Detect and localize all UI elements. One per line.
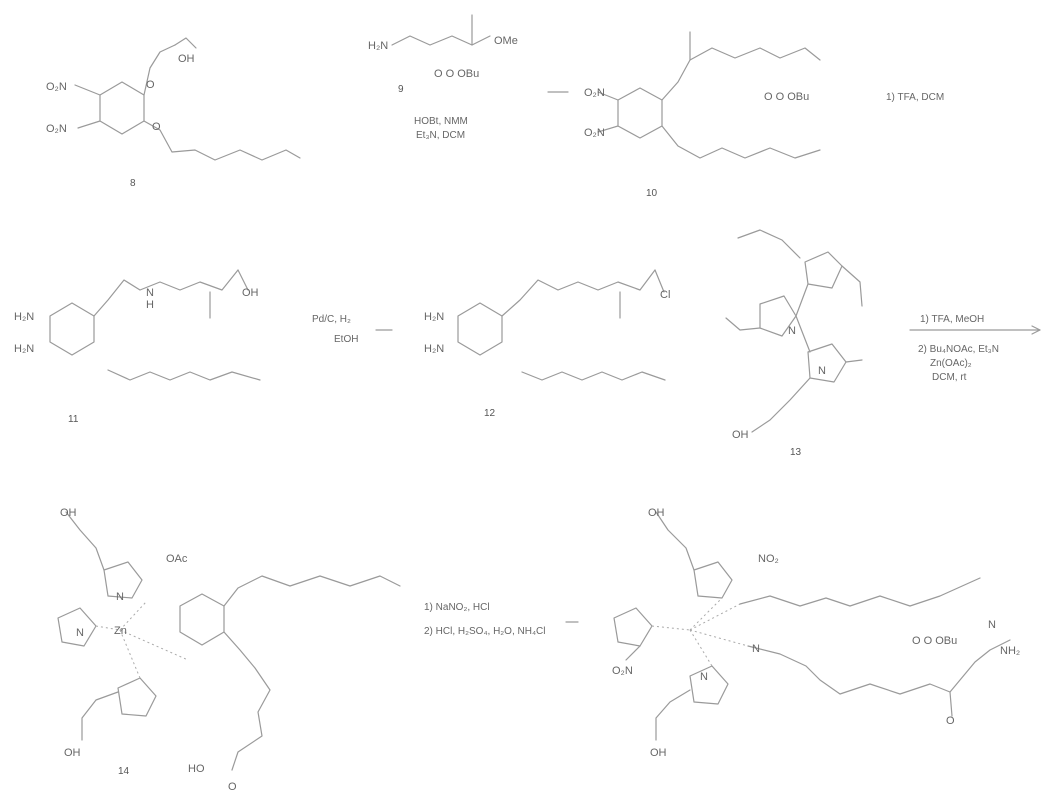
nitrogen-label: N — [146, 287, 154, 299]
chlorine-label: Cl — [660, 289, 670, 301]
nitro-label: O₂N — [584, 87, 605, 99]
nitrogen-label: N — [76, 627, 84, 639]
nitro-label: O₂N — [612, 665, 633, 677]
hydroxyl-label: OH — [648, 507, 665, 519]
boc-label: O O OBu — [912, 635, 957, 647]
reagent-text: Pd/C, H₂ — [312, 314, 351, 325]
carboxylic-label: HO — [188, 763, 205, 775]
nitrogen-label: N — [116, 591, 124, 603]
nitrogen-label: N — [752, 643, 760, 655]
nitrogen-label: N — [700, 671, 708, 683]
compound-number: 10 — [646, 188, 658, 199]
boc-label: O O OBu — [434, 68, 479, 80]
acetate-label: OAc — [166, 553, 188, 565]
compound-number: 8 — [130, 178, 136, 189]
oxygen-label: O — [946, 715, 955, 727]
reagent-text: HOBt, NMM — [414, 116, 468, 127]
reagent-text: 1) TFA, MeOH — [920, 314, 984, 325]
compound-12: H₂N H₂N Cl 12 — [424, 269, 670, 419]
reagent-text: 2) HCl, H₂SO₄, H₂O, NH₄Cl — [424, 626, 546, 637]
zinc-label: Zn — [114, 625, 127, 637]
nitro-label: O₂N — [46, 123, 67, 135]
amine-label: H₂N — [424, 343, 444, 355]
methoxy-label: OMe — [494, 35, 518, 47]
compound-number: 14 — [118, 766, 130, 777]
compound-8: O₂N O₂N O O OH 8 — [46, 37, 301, 189]
hydroxyl-label: OH — [178, 53, 195, 65]
hydroxyl-label: OH — [64, 747, 81, 759]
nitro-label: NO₂ — [758, 553, 779, 565]
compound-number: 9 — [398, 84, 404, 95]
compound-number: 13 — [790, 447, 802, 458]
compound-9: H₂N OMe O O OBu 9 HOBt, NMM Et₃N, DCM — [368, 14, 518, 141]
hydrogen-label: H — [146, 299, 154, 311]
reagent-text: EtOH — [334, 334, 358, 345]
oxygen-label: O — [146, 79, 155, 91]
nitro-label: O₂N — [584, 127, 605, 139]
oxygen-label: O — [152, 121, 161, 133]
reagent-text: DCM, rt — [932, 372, 967, 383]
compound-10: O₂N O₂N O O OBu 10 — [584, 31, 821, 199]
boc-label: O O OBu — [764, 91, 809, 103]
amine-label: H₂N — [424, 311, 444, 323]
reagent-text: 1) NaNO₂, HCl — [424, 602, 490, 613]
compound-number: 12 — [484, 408, 496, 419]
reagent-text: Et₃N, DCM — [416, 130, 465, 141]
hydroxyl-label: OH — [732, 429, 749, 441]
nitro-label: O₂N — [46, 81, 67, 93]
oxygen-label: O — [228, 781, 237, 793]
nitrogen-label: N — [788, 325, 796, 337]
compound-14: OH OH OAc Zn N N HO O 14 — [57, 507, 401, 793]
hydroxyl-label: OH — [650, 747, 667, 759]
amine-label: N — [988, 619, 996, 631]
amine-label: H₂N — [14, 343, 34, 355]
amine-label: H₂N — [14, 311, 34, 323]
amine-label: NH₂ — [1000, 645, 1020, 657]
compound-13: N N OH 13 — [725, 229, 863, 458]
reagent-text: Zn(OAc)₂ — [930, 358, 972, 369]
reagent-text: 2) Bu₄NOAc, Et₃N — [918, 344, 999, 355]
hydroxyl-label: OH — [60, 507, 77, 519]
reagent-text: 1) TFA, DCM — [886, 92, 944, 103]
hydroxyl-label: OH — [242, 287, 259, 299]
compound-11: H₂N H₂N OH N H 11 — [14, 269, 261, 425]
nitrogen-label: N — [818, 365, 826, 377]
compound-number: 11 — [68, 414, 79, 425]
reaction-arrow — [909, 325, 1041, 335]
compound-15: OH OH NO₂ O₂N N N N NH₂ O O OBu O — [612, 507, 1020, 759]
amine-label: H₂N — [368, 40, 388, 52]
